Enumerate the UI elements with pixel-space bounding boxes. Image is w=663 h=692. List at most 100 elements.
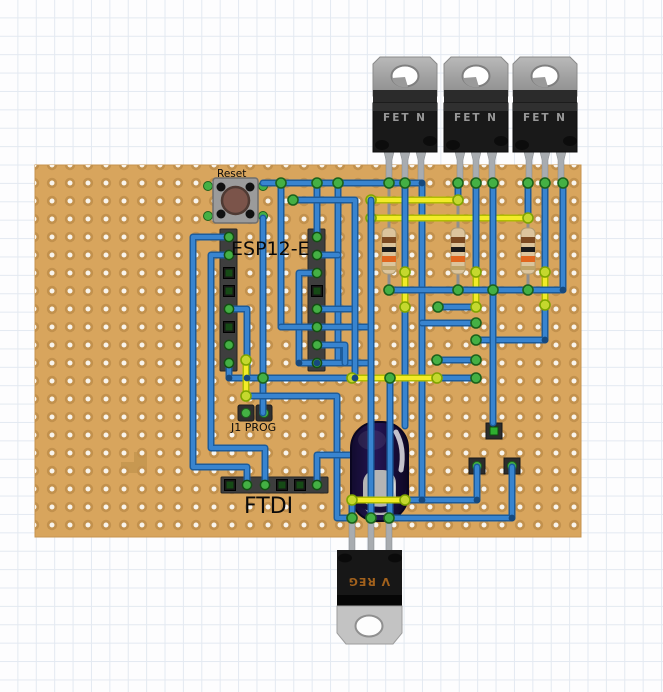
yellow-wire-endpoint[interactable] bbox=[470, 301, 482, 313]
fet-body-top bbox=[513, 103, 577, 111]
connection-pad[interactable] bbox=[365, 512, 377, 524]
ftdi-pin-2[interactable] bbox=[241, 479, 253, 491]
j1-prog-header[interactable] bbox=[237, 404, 273, 422]
yellow-wire-endpoint[interactable] bbox=[399, 266, 411, 278]
connection-pad[interactable] bbox=[432, 301, 444, 313]
yellow-wire-endpoint[interactable] bbox=[452, 194, 464, 206]
wire-bendpoint[interactable] bbox=[418, 496, 426, 504]
connection-pad[interactable] bbox=[383, 177, 395, 189]
yellow-wire-endpoint[interactable] bbox=[399, 301, 411, 313]
fet3-label: FET N bbox=[523, 112, 567, 124]
wire-bendpoint[interactable] bbox=[508, 514, 516, 522]
yellow-wire-endpoint[interactable] bbox=[346, 494, 358, 506]
ftdi-pin-4-contact bbox=[278, 481, 286, 489]
resistor-band-brown bbox=[521, 237, 535, 243]
connection-pad[interactable] bbox=[522, 177, 534, 189]
yellow-wire-endpoint[interactable] bbox=[539, 266, 551, 278]
connection-pad[interactable] bbox=[275, 177, 287, 189]
esp-left-pin-3-contact bbox=[225, 269, 233, 277]
connection-pad[interactable] bbox=[452, 284, 464, 296]
yellow-wire-endpoint[interactable] bbox=[240, 354, 252, 366]
voltage-regulator[interactable]: V REG bbox=[336, 518, 403, 645]
wire-bendpoint[interactable] bbox=[243, 374, 251, 382]
connection-pad[interactable] bbox=[470, 334, 482, 346]
esp-right-pin-4-contact bbox=[313, 287, 321, 295]
connection-pad[interactable] bbox=[311, 177, 323, 189]
esp-left-pin-4-contact bbox=[225, 287, 233, 295]
connection-pad[interactable] bbox=[470, 354, 482, 366]
connection-pad[interactable] bbox=[487, 284, 499, 296]
connection-pad[interactable] bbox=[470, 317, 482, 329]
connection-pad[interactable] bbox=[487, 177, 499, 189]
pin-header-a[interactable] bbox=[485, 422, 503, 440]
wire-bendpoint[interactable] bbox=[418, 179, 426, 187]
connection-pad[interactable] bbox=[399, 177, 411, 189]
yellow-wire-endpoint[interactable] bbox=[240, 390, 252, 402]
wire-core bbox=[297, 271, 373, 365]
connection-pad[interactable] bbox=[383, 284, 395, 296]
wires-under-layer bbox=[189, 179, 567, 522]
ftdi-pin-3[interactable] bbox=[259, 479, 271, 491]
esp-right-pin-6[interactable] bbox=[311, 321, 323, 333]
esp-right-pin-5[interactable] bbox=[311, 303, 323, 315]
yellow-wire-endpoint[interactable] bbox=[522, 212, 534, 224]
fet-package-1[interactable] bbox=[372, 56, 438, 185]
wire-bendpoint[interactable] bbox=[559, 286, 567, 294]
connection-pad[interactable] bbox=[257, 372, 269, 384]
esp-left-pin-6-contact bbox=[225, 323, 233, 331]
esp-left-pin-2[interactable] bbox=[223, 249, 235, 261]
esp-right-pin-2[interactable] bbox=[311, 249, 323, 261]
fet-body-notch bbox=[446, 140, 460, 150]
wire-bendpoint[interactable] bbox=[541, 336, 549, 344]
wire-bendpoint[interactable] bbox=[351, 374, 359, 382]
ftdi-pin-1-contact bbox=[226, 481, 234, 489]
esp-left-pin-1[interactable] bbox=[223, 231, 235, 243]
esp-left-pin-7[interactable] bbox=[223, 339, 235, 351]
wire-bendpoint[interactable] bbox=[473, 496, 481, 504]
esp-left-pin-8[interactable] bbox=[223, 357, 235, 369]
fet-body-band bbox=[513, 90, 577, 104]
fet-body-band bbox=[373, 90, 437, 104]
connection-pad[interactable] bbox=[332, 177, 344, 189]
resistor-band-black bbox=[451, 247, 465, 252]
electrolytic-capacitor[interactable] bbox=[350, 421, 409, 522]
connection-pad[interactable] bbox=[539, 177, 551, 189]
resistor-2[interactable] bbox=[450, 187, 466, 291]
esp-right-pin-3[interactable] bbox=[311, 267, 323, 279]
esp-right-pin-7[interactable] bbox=[311, 339, 323, 351]
resistor-band-orange bbox=[382, 256, 396, 262]
yellow-wire-endpoint[interactable] bbox=[470, 266, 482, 278]
reset-button[interactable] bbox=[203, 177, 268, 224]
connection-pad[interactable] bbox=[383, 512, 395, 524]
wire-bendpoint[interactable] bbox=[313, 359, 321, 367]
esp-right-pin-1[interactable] bbox=[311, 231, 323, 243]
resistor-band-gold bbox=[451, 266, 465, 270]
yellow-wire-endpoint[interactable] bbox=[399, 494, 411, 506]
resistor-3[interactable] bbox=[520, 187, 536, 291]
connection-pad[interactable] bbox=[470, 372, 482, 384]
connection-pad[interactable] bbox=[431, 354, 443, 366]
connection-pad[interactable] bbox=[470, 177, 482, 189]
resistor-band-brown bbox=[451, 237, 465, 243]
esp-left-pin-5[interactable] bbox=[223, 303, 235, 315]
connection-pad[interactable] bbox=[384, 372, 396, 384]
resistor-band-black bbox=[521, 247, 535, 252]
connection-pad[interactable] bbox=[346, 512, 358, 524]
connection-pad[interactable] bbox=[522, 284, 534, 296]
fet-transistors bbox=[372, 56, 578, 185]
wire-bendpoint[interactable] bbox=[225, 374, 233, 382]
yellow-wire-endpoint[interactable] bbox=[431, 372, 443, 384]
connection-pad[interactable] bbox=[452, 177, 464, 189]
fet-body-top bbox=[373, 103, 437, 111]
fet-package-2[interactable] bbox=[443, 56, 509, 185]
yellow-wire-endpoint[interactable] bbox=[539, 299, 551, 311]
connection-pad[interactable] bbox=[557, 177, 569, 189]
reset-button-cap[interactable] bbox=[220, 185, 251, 216]
pulldown-resistors[interactable] bbox=[381, 187, 536, 291]
wire-bendpoint[interactable] bbox=[295, 359, 303, 367]
resistor-1[interactable] bbox=[381, 187, 397, 291]
fet2-label: FET N bbox=[454, 112, 498, 124]
connection-pad[interactable] bbox=[287, 194, 299, 206]
ftdi-pin-6[interactable] bbox=[311, 479, 323, 491]
